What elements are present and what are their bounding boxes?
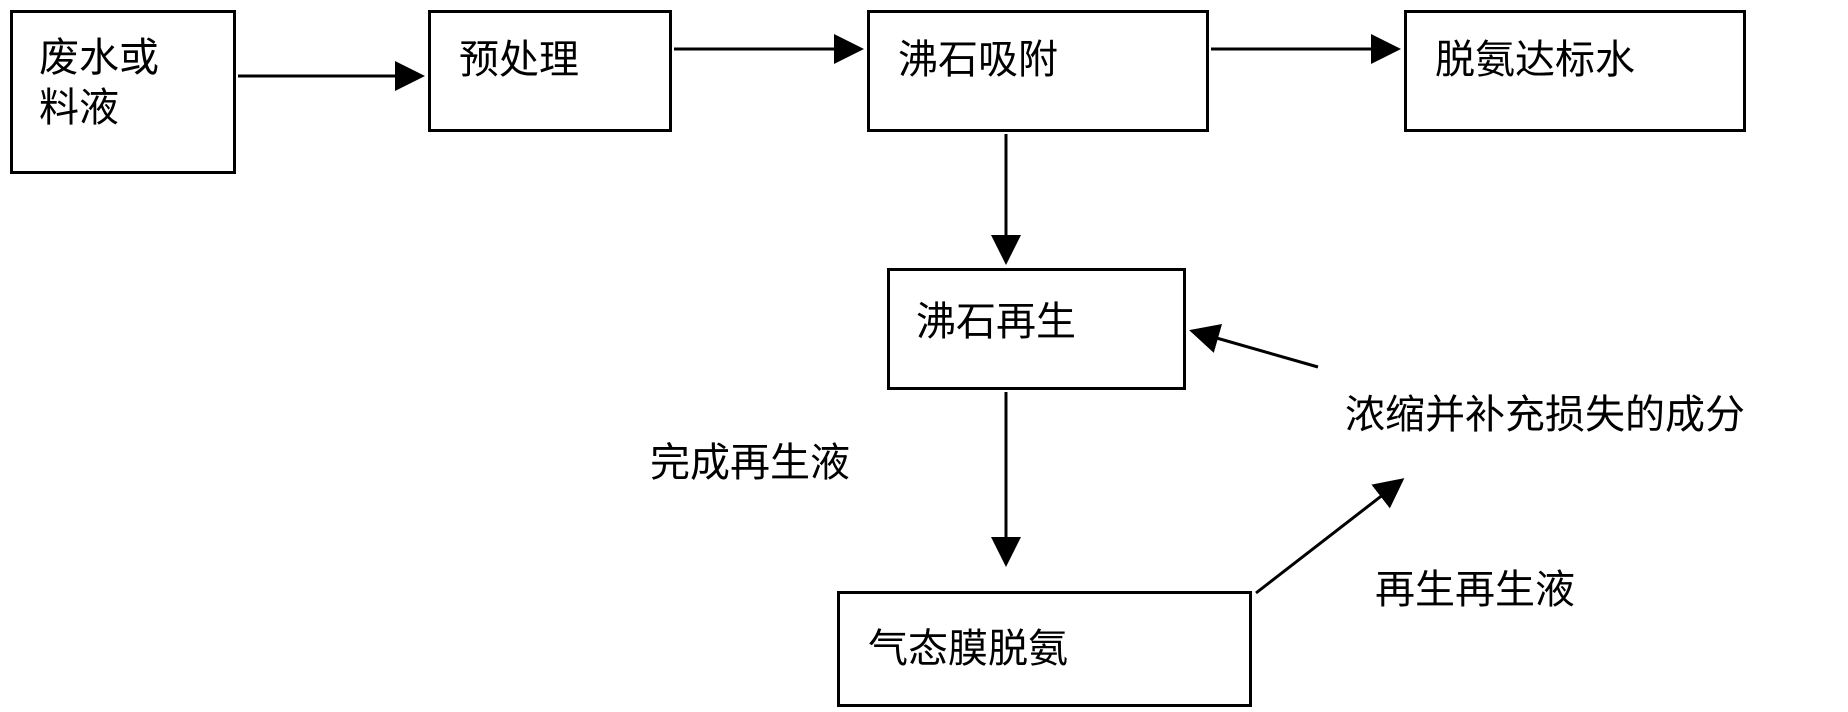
node-zeolite-adsorption-label: 沸石吸附 [898, 37, 1058, 83]
node-pretreatment: 预处理 [428, 10, 672, 132]
edge-label-completed-regen-liquid: 完成再生液 [650, 440, 850, 486]
node-zeolite-regeneration-label: 沸石再生 [916, 299, 1076, 345]
arrow-membrane-to-concentrate [1255, 478, 1405, 595]
node-wastewater: 废水或 料液 [10, 10, 236, 174]
node-pretreatment-label: 预处理 [459, 37, 579, 83]
edge-label-concentrate-supplement: 浓缩并补充损失的成分 [1345, 392, 1745, 438]
node-wastewater-line-1: 废水或 [39, 35, 159, 81]
arrow-concentrate-to-regeneration [1189, 323, 1319, 369]
node-deammoniated-water-label: 脱氨达标水 [1435, 37, 1635, 83]
node-zeolite-adsorption: 沸石吸附 [867, 10, 1209, 132]
node-gas-membrane: 气态膜脱氨 [837, 591, 1252, 707]
node-gas-membrane-label: 气态膜脱氨 [868, 626, 1068, 672]
node-deammoniated-water: 脱氨达标水 [1404, 10, 1746, 132]
node-zeolite-regeneration: 沸石再生 [887, 268, 1186, 390]
node-wastewater-line-2: 料液 [39, 85, 119, 131]
edge-label-regenerated-regen-liquid: 再生再生液 [1375, 567, 1575, 613]
